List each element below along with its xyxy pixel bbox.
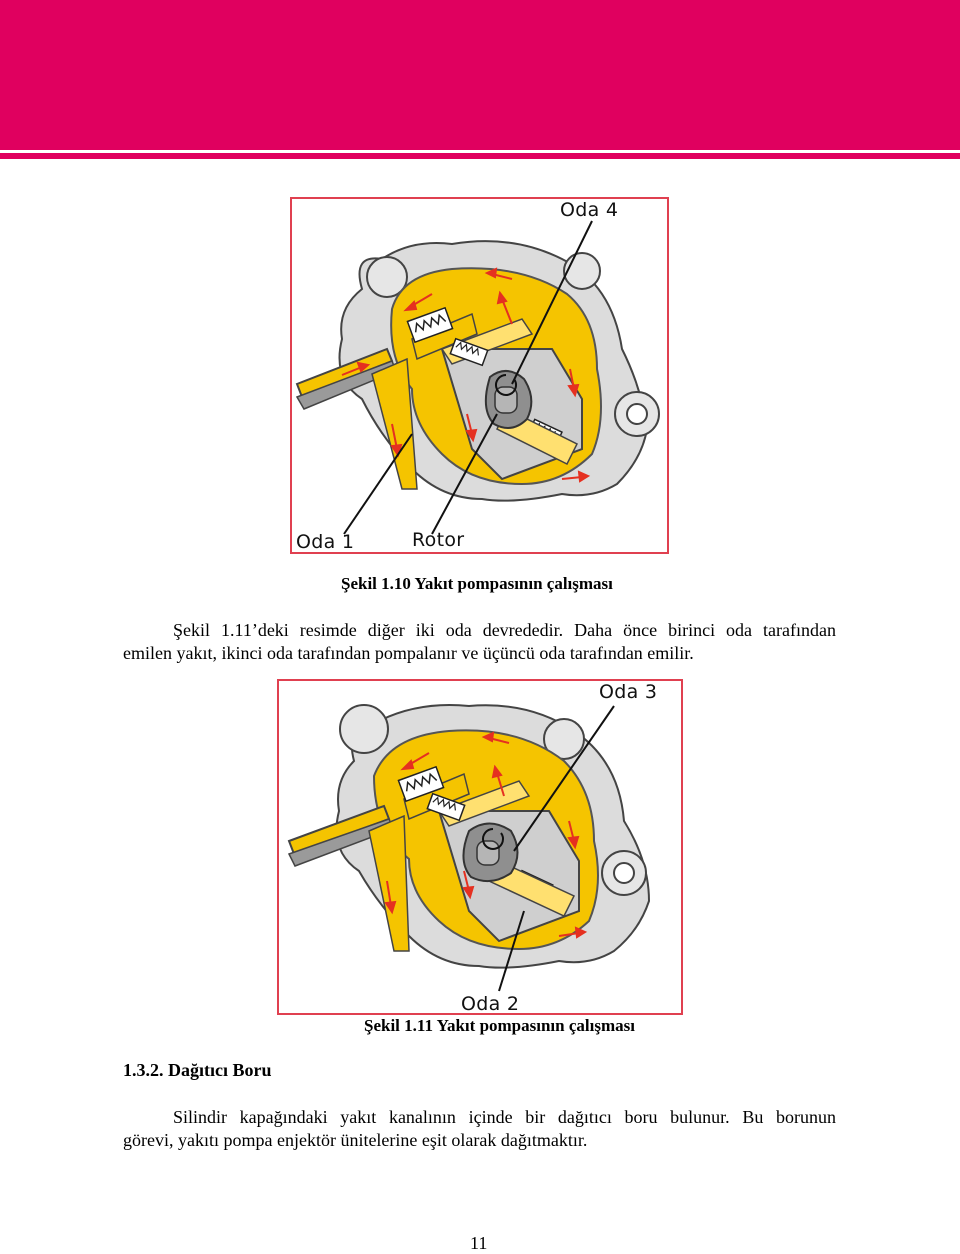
paragraph-2-line-1: Silindir kapağındaki yakıt kanalının içi… <box>173 1107 836 1127</box>
label-oda-3: Oda 3 <box>599 681 658 703</box>
section-heading: 1.3.2. Dağıtıcı Boru <box>123 1060 272 1080</box>
paragraph-1-line-2: emilen yakıt, ikinci oda tarafından pomp… <box>123 643 694 663</box>
label-rotor: Rotor <box>412 529 465 551</box>
label-oda-4: Oda 4 <box>560 199 619 221</box>
pump-illustration-1 <box>295 220 660 535</box>
label-oda-1: Oda 1 <box>296 531 355 553</box>
paragraph-2: Silindir kapağındaki yakıt kanalının içi… <box>123 1106 836 1152</box>
header-band <box>0 0 960 150</box>
pump-illustration-2 <box>287 704 651 992</box>
page-number: 11 <box>470 1233 488 1253</box>
label-oda-2: Oda 2 <box>461 993 520 1015</box>
figure-pump-diagram-2: Oda 3 Oda 2 <box>277 679 683 1015</box>
figure-pump-diagram-1: Oda 4 Oda 1 Rotor <box>290 197 669 554</box>
paragraph-2-line-2: görevi, yakıtı pompa enjektör ünitelerin… <box>123 1130 588 1150</box>
figure1-caption: Şekil 1.10 Yakıt pompasının çalışması <box>341 574 613 593</box>
header-divider <box>0 153 960 159</box>
figure2-caption: Şekil 1.11 Yakıt pompasının çalışması <box>364 1016 635 1035</box>
paragraph-1-line-1: Şekil 1.11’deki resimde diğer iki oda de… <box>173 620 836 640</box>
paragraph-1: Şekil 1.11’deki resimde diğer iki oda de… <box>123 619 836 665</box>
